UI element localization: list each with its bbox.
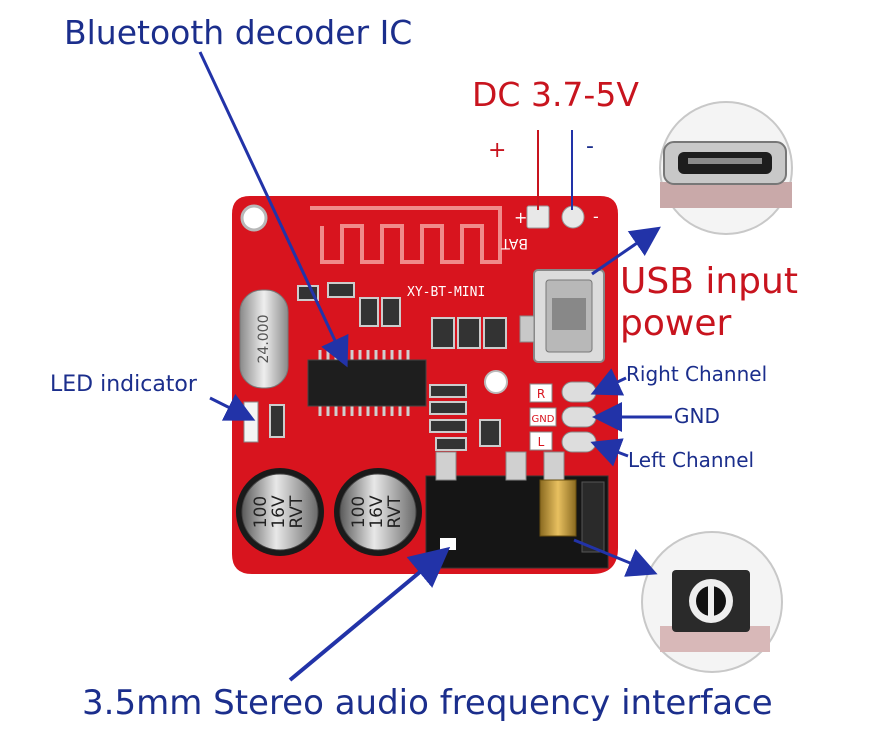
- arrow-usb: [591, 226, 661, 276]
- pad-gnd-text: GND: [532, 414, 555, 425]
- arrow-led: [209, 393, 256, 421]
- bat-text: BAT: [501, 235, 528, 251]
- crystal-oscillator: 24.000: [239, 289, 289, 389]
- arrow-audio-interface: [288, 546, 451, 682]
- label-audio-interface: 3.5mm Stereo audio frequency interface: [82, 683, 773, 723]
- channel-pads: R GND L: [529, 381, 597, 453]
- pad-minus-text: -: [593, 207, 599, 226]
- cap-left-line3: RVT: [287, 495, 307, 529]
- label-right-channel: Right Channel: [626, 362, 768, 386]
- mounting-hole: [240, 204, 268, 232]
- label-plus: +: [488, 138, 507, 163]
- usb-port: [519, 269, 605, 363]
- label-left-channel: Left Channel: [628, 448, 755, 472]
- pcb-board: + - BAT XY-BT-MINI 24.000: [232, 196, 618, 574]
- arrow-right-channel: [590, 368, 627, 396]
- label-usb-line1: USB input: [620, 261, 798, 302]
- label-dc-power: DC 3.7-5V: [472, 75, 639, 114]
- pcb-antenna: [310, 206, 502, 264]
- jack-zoom-circle: [641, 531, 783, 673]
- cap-right-line1: 100: [349, 496, 369, 528]
- cap-right-line3: RVT: [385, 495, 405, 529]
- cap-left-line2: 16V: [269, 495, 289, 529]
- pad-l-text: L: [538, 435, 545, 449]
- label-gnd: GND: [674, 404, 720, 428]
- label-usb-line2: power: [620, 303, 732, 344]
- callout-lines: [198, 51, 672, 682]
- arrow-bluetooth-ic: [198, 51, 349, 368]
- label-minus: -: [586, 134, 594, 159]
- audio-jack: [425, 451, 609, 569]
- arrow-jack: [573, 538, 658, 577]
- label-led: LED indicator: [50, 372, 197, 397]
- cap-left-line1: 100: [251, 496, 271, 528]
- crystal-text: 24.000: [256, 315, 272, 364]
- cap-right-line2: 16V: [367, 495, 387, 529]
- smd-components: [297, 282, 508, 451]
- capacitor-right: 100 16V RVT: [334, 468, 422, 556]
- pad-plus-text: +: [514, 208, 527, 227]
- bluetooth-ic-chip: [307, 350, 427, 416]
- label-bluetooth-ic: Bluetooth decoder IC: [64, 13, 413, 52]
- pad-r-text: R: [537, 387, 545, 401]
- model-text: XY-BT-MINI: [407, 285, 485, 300]
- capacitor-left: 100 16V RVT: [236, 468, 324, 556]
- usb-zoom-circle: [659, 101, 793, 235]
- arrow-left-channel: [590, 438, 629, 467]
